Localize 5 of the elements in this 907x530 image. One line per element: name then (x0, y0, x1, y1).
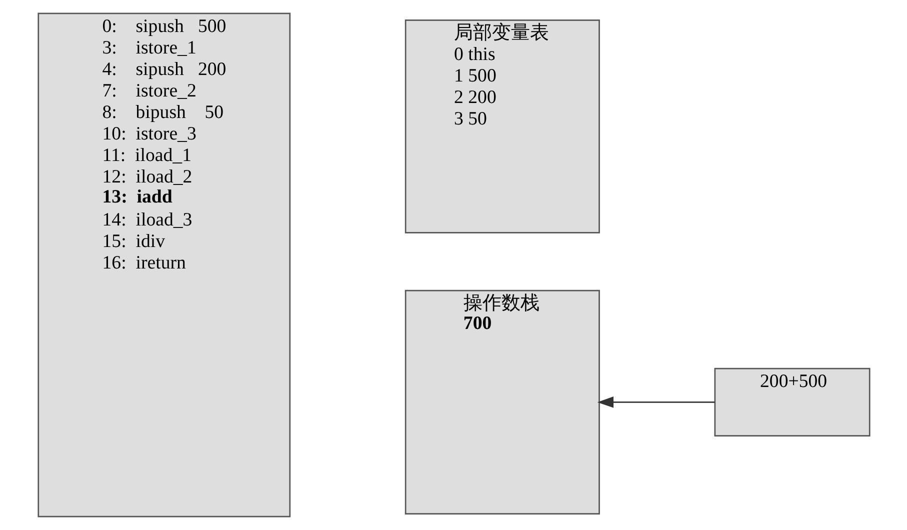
node-box: 200+500 (714, 368, 870, 436)
node-box: 0: sipush 500 3: istore_1 4: sipush 200 7: istore_2 8: bipush 50 10: istore_3 11: iload_1 12: iload_2 13: iadd 14: iload_3 15: idiv 16: ireturn (37, 12, 290, 518)
arrow (596, 396, 714, 408)
node-box: 操作数栈 700 (404, 290, 600, 514)
node-box: 局部变量表 0 this 1 500 2 200 3 50 (404, 20, 600, 234)
